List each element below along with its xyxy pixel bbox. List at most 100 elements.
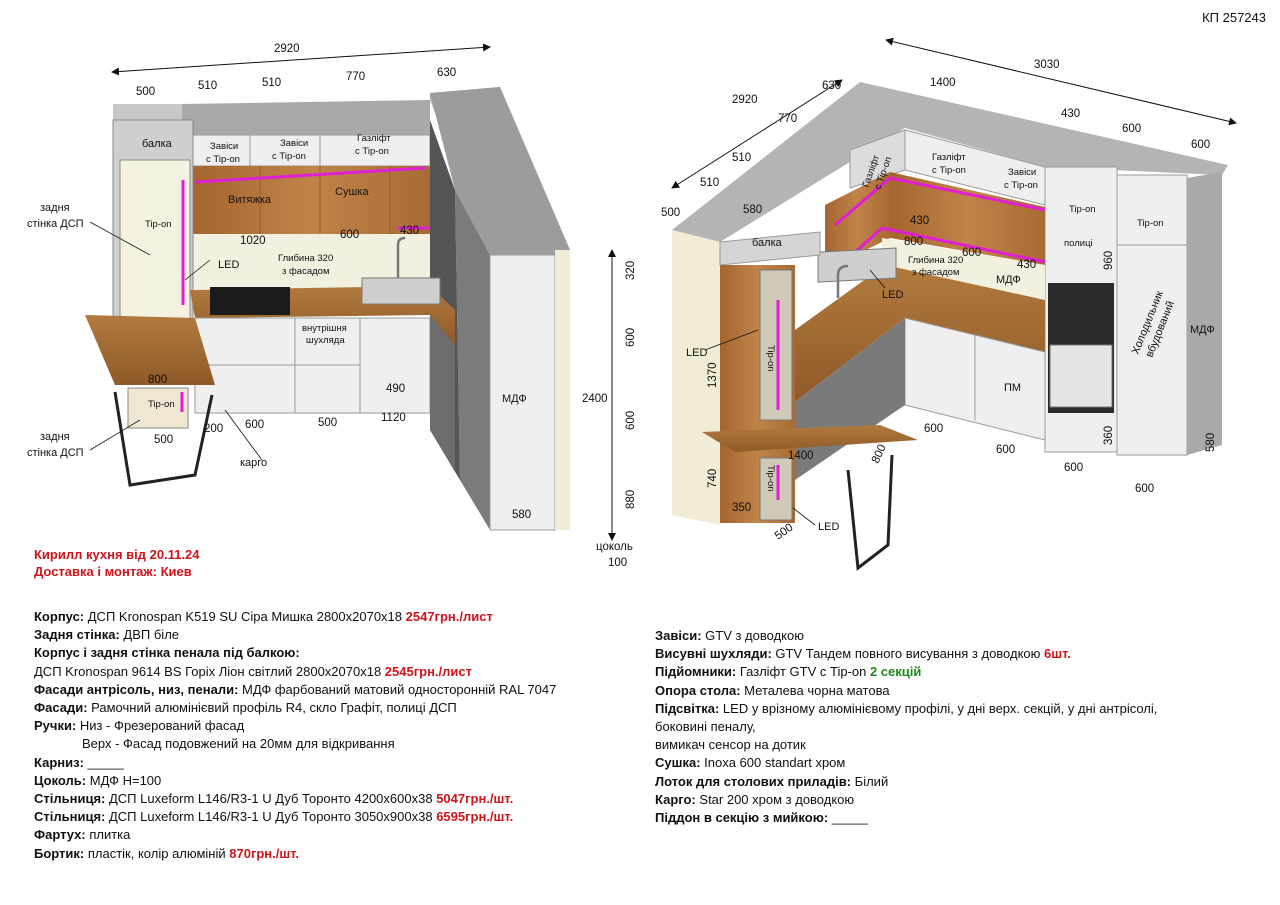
label-hinges1b: с Tip-on: [206, 154, 240, 165]
label-inner-drawer-b: шухляда: [306, 335, 345, 346]
spec-row: боковині пеналу,: [655, 718, 1255, 736]
page-code: КП 257243: [1202, 10, 1266, 25]
spec-price: 2545грн./лист: [384, 663, 472, 679]
dim-right-mid-800: 800: [904, 236, 923, 248]
spec-key: Підсвітка:: [655, 700, 720, 716]
kitchen-drawing: 2920 500 510 510 770 630 балка Завіси с …: [27, 37, 1237, 571]
label-back-wall-2a: задня: [40, 431, 70, 443]
label-plinth: цоколь: [596, 541, 633, 553]
spec-value: ДСП Luxeform L146/R3-1 U Дуб Торонто 420…: [105, 791, 437, 807]
spec-price: 6595грн./шт.: [436, 809, 514, 825]
spec-value: Рамочний алюмінієвий профіль R4, скло Гр…: [87, 700, 457, 716]
dim-right-960: 960: [1103, 251, 1115, 270]
dim-600-bottom: 600: [245, 419, 264, 431]
dim-490: 490: [386, 383, 405, 395]
dim-right-360: 360: [1103, 426, 1115, 445]
spec-price: 2 секцій: [869, 664, 922, 680]
label-cargo: карго: [240, 457, 267, 469]
spec-row: Карниз: _____: [34, 754, 634, 772]
spec-price: 6шт.: [1044, 646, 1071, 662]
spec-value: LED у врізному алюмінієвому профілі, у д…: [719, 700, 1158, 716]
label-led-right3: LED: [818, 521, 839, 533]
label-hinges2a: Завіси: [280, 138, 308, 149]
label-depth-right-b: з фасадом: [912, 267, 960, 278]
label-pm: ПМ: [1004, 382, 1021, 394]
label-inner-drawer-a: внутрішня: [302, 323, 347, 334]
spec-key: Задня стінка:: [34, 627, 120, 643]
label-hood: Витяжка: [228, 194, 272, 206]
spec-value: Металева чорна матова: [740, 682, 890, 698]
spec-row: Корпус і задня стінка пенала під балкою:: [34, 644, 634, 662]
dim-height-880: 880: [625, 490, 637, 509]
dim-right-510b: 510: [700, 177, 719, 189]
label-tipon-left: Tip-on: [145, 219, 172, 230]
order-delivery: Доставка і монтаж: Киев: [34, 564, 192, 579]
label-tipon-fridge: Tip-on: [1137, 218, 1164, 229]
spec-value: боковині пеналу,: [655, 719, 756, 735]
spec-key: Карго:: [655, 791, 696, 807]
dim-580-left: 580: [512, 509, 531, 521]
spec-price: 5047грн./шт.: [436, 791, 514, 807]
spec-row: ДСП Kronospan 9614 BS Горіх Ліон світлий…: [34, 663, 634, 681]
label-hinges1a: Завіси: [210, 141, 238, 152]
spec-key: Стільниця:: [34, 791, 106, 807]
spec-key: Фасади антрісоль, низ, пенали:: [34, 681, 239, 697]
spec-row: Висувні шухляди: GTV Тандем повного вису…: [655, 645, 1255, 663]
spec-key: Лоток для столових приладів:: [655, 773, 852, 789]
spec-key: Піддон в секцію з мийкою:: [655, 810, 829, 826]
dim-island-1370: 1370: [707, 362, 719, 388]
dim-right-430: 430: [1061, 108, 1080, 120]
spec-row: Цоколь: МДФ Н=100: [34, 772, 634, 790]
spec-value: Газліфт GTV с Tip-on: [736, 664, 870, 680]
label-led-right1: LED: [882, 289, 903, 301]
spec-key: Фартух:: [34, 827, 86, 843]
dim-right-770: 770: [778, 113, 797, 125]
dim-island-500: 500: [773, 522, 796, 543]
dim-1120: 1120: [381, 412, 406, 424]
label-back-wall-1b: стінка ДСП: [27, 218, 84, 230]
label-depth-right-a: Глибина 320: [908, 255, 963, 266]
dim-left-total: 2920: [274, 43, 300, 55]
spec-row: Підсвітка: LED у врізному алюмінієвому п…: [655, 700, 1255, 718]
label-tipon-island: Tip-on: [765, 465, 776, 492]
dim-500-table: 500: [154, 434, 173, 446]
spec-row: Верх - Фасад подовжений на 20мм для відк…: [34, 735, 634, 753]
label-hinges-right-a: Завіси: [1008, 167, 1036, 178]
spec-row: вимикач сенсор на дотик: [655, 736, 1255, 754]
label-tipon-top-right: Tip-on: [1069, 204, 1096, 215]
label-gaslift-left-a: Газліфт: [357, 133, 391, 144]
spec-value: вимикач сенсор на дотик: [655, 737, 806, 753]
label-beam-right: балка: [752, 237, 783, 249]
spec-value: _____: [828, 810, 868, 826]
dim-right-3030: 3030: [1034, 59, 1060, 71]
spec-value: ДВП біле: [119, 627, 180, 643]
dim-1020: 1020: [240, 235, 266, 247]
spec-key: Сушка:: [655, 755, 701, 771]
dim-height-600b: 600: [625, 411, 637, 430]
dim-left-500: 500: [136, 86, 155, 98]
dim-right-mid-430b: 430: [1017, 259, 1036, 271]
spec-row: Підйомники: Газліфт GTV с Tip-on 2 секці…: [655, 663, 1255, 681]
spec-value: Білий: [851, 773, 889, 789]
spec-value: МДФ Н=100: [86, 772, 162, 788]
dim-left-510a: 510: [198, 80, 217, 92]
label-tipon-table: Tip-on: [148, 399, 175, 410]
dim-right-630: 630: [822, 80, 841, 92]
dim-left-770: 770: [346, 71, 365, 83]
label-tipon-column: Tip-on: [765, 345, 776, 372]
label-led-left: LED: [218, 259, 239, 271]
spec-row: Стільниця: ДСП Luxeform L146/R3-1 U Дуб …: [34, 808, 634, 826]
label-gaslift-left-b: с Tip-on: [355, 146, 389, 157]
spec-row: Фартух: плитка: [34, 826, 634, 844]
dim-600-left: 600: [340, 229, 359, 241]
spec-row: Завіси: GTV з доводкою: [655, 627, 1255, 645]
spec-row: Стільниця: ДСП Luxeform L146/R3-1 U Дуб …: [34, 790, 634, 808]
spec-row: Лоток для столових приладів: Білий: [655, 773, 1255, 791]
dim-right-580: 580: [743, 204, 762, 216]
spec-value: GTV Тандем повного висування з доводкою: [771, 646, 1045, 662]
dim-200: 200: [204, 423, 223, 435]
spec-value: пластік, колір алюміній: [84, 845, 230, 861]
spec-key: Бортик:: [34, 845, 85, 861]
order-info: Кирилл кухня від 20.11.24 Доставка і мон…: [34, 546, 200, 580]
